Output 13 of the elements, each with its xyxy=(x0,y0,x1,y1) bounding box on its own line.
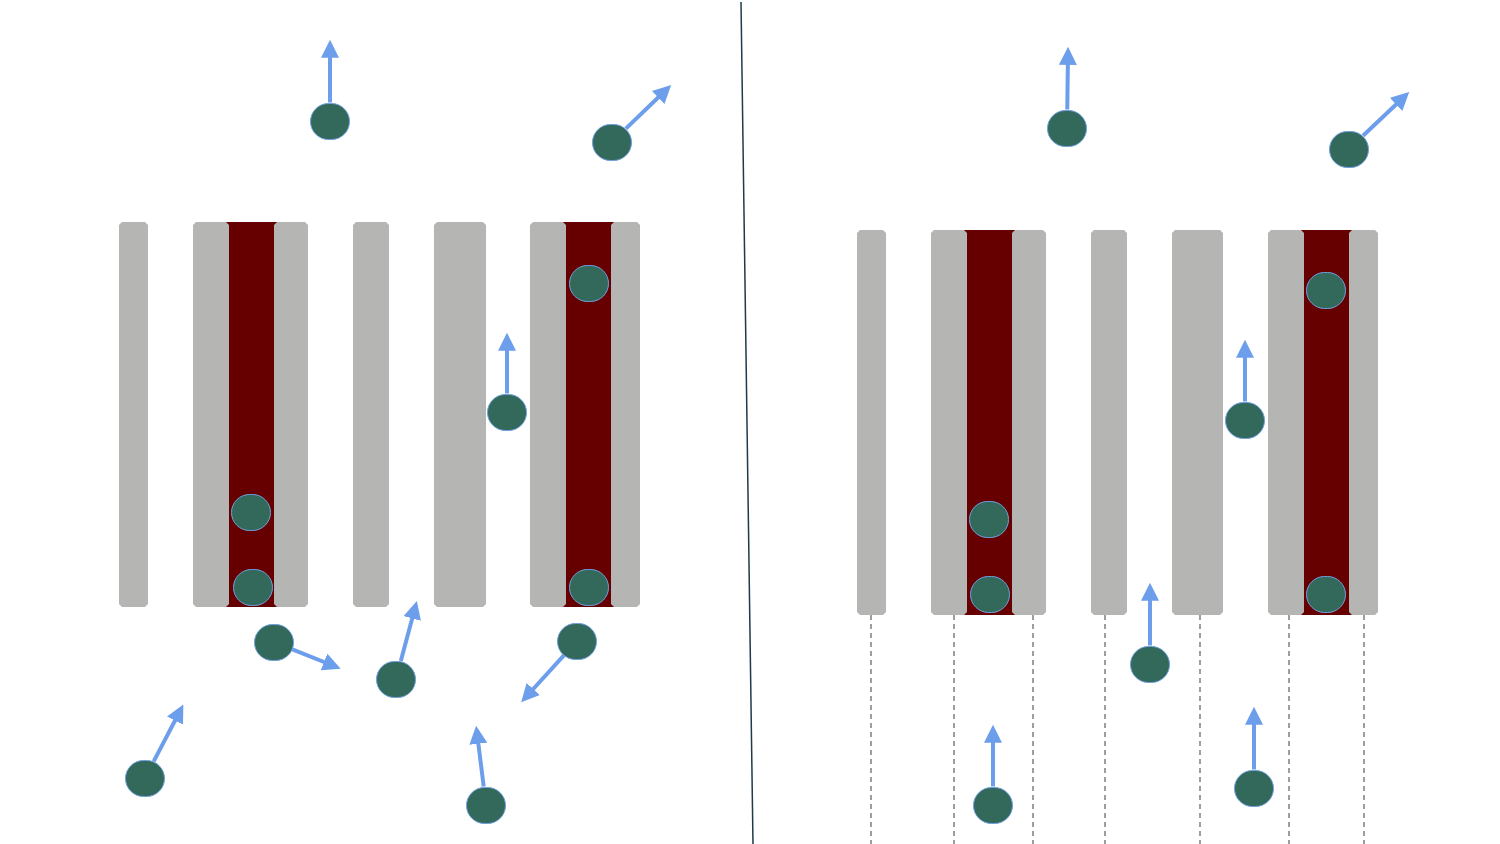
arrow xyxy=(469,725,488,787)
arrow xyxy=(984,724,1002,787)
arrow xyxy=(1236,339,1254,402)
arrow xyxy=(1141,582,1159,646)
arrow xyxy=(1361,92,1410,138)
arrow xyxy=(1058,46,1077,110)
arrow xyxy=(1245,706,1263,770)
arrow xyxy=(624,85,672,131)
arrow xyxy=(398,601,421,662)
arrow xyxy=(521,653,566,703)
arrow xyxy=(498,332,516,394)
arrow xyxy=(321,39,339,103)
arrow xyxy=(291,647,341,671)
